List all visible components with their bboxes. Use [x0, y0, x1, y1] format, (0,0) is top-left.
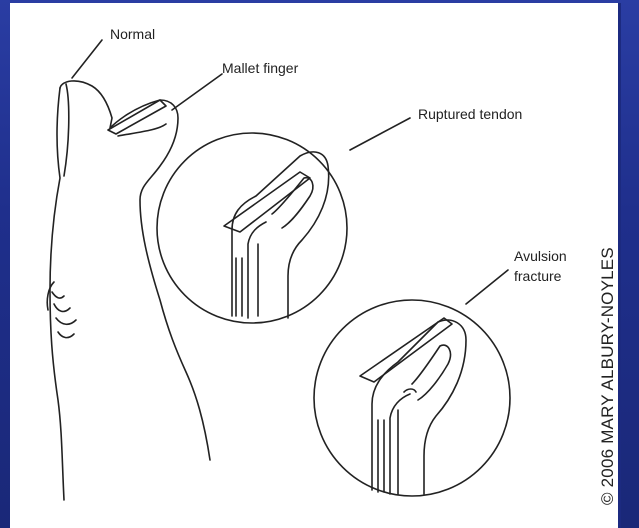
label-normal: Normal: [110, 26, 155, 43]
ruptured-tendon-circle: [157, 133, 347, 323]
leader-normal: [72, 40, 102, 78]
copyright-credit: © 2006 MARY ALBURY-NOYLES: [598, 247, 618, 505]
leader-ruptured: [350, 118, 410, 150]
finger-back: [50, 88, 64, 500]
label-avulsion-line2: fracture: [514, 268, 561, 285]
finger-outline: [60, 81, 210, 460]
label-mallet-finger: Mallet finger: [222, 60, 298, 77]
leader-avulsion: [466, 270, 508, 304]
leader-mallet: [172, 74, 222, 110]
label-avulsion-line1: Avulsion: [514, 248, 567, 265]
normal-nail: [64, 84, 69, 176]
avulsion-fracture-circle: [314, 300, 510, 496]
label-ruptured-tendon: Ruptured tendon: [418, 106, 522, 123]
